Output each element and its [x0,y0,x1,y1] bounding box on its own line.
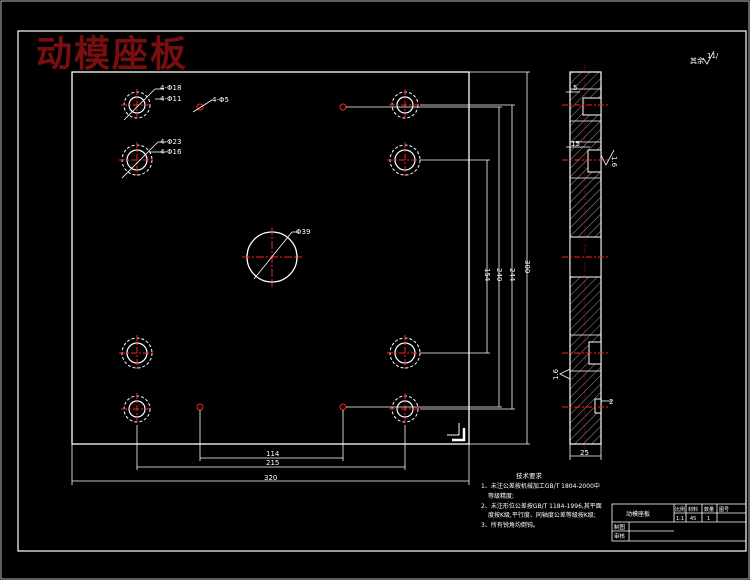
leader-line [192,99,213,113]
tech-note-line: 3、所有锐角均倒钝。 [481,521,539,529]
drawing-title: 动模座板 [36,33,189,75]
dim-5: 5 [573,84,577,92]
inner-border [17,30,747,552]
hole-label-phi5: 4-Φ5 [212,96,229,104]
counterbore-hole [387,335,423,371]
counterbore-hole [387,142,423,178]
hole-label-phi11: 4-Φ11 [160,95,181,103]
col-value: 1 [707,516,710,522]
col-value: 1:1 [676,516,684,522]
dim-300: 300 [523,260,531,273]
col-header: 图号 [719,507,729,513]
part-name: 动模座板 [626,510,650,518]
center-hole-label: Φ39 [296,228,310,236]
row-label: 制图 [614,523,626,531]
col-value: 45 [690,516,696,522]
dim-25-lines [569,444,602,460]
plan-view: Φ39 4-Φ18 4-Φ11 4-Φ23 4-Φ16 4-Φ5 [71,71,470,445]
hole-label-phi16: 4-Φ16 [160,148,182,156]
counterbore-hole [121,89,153,121]
leader-line [121,141,159,179]
roughness-symbol [559,368,571,380]
roughness-symbol [600,149,615,166]
corner-mark [452,428,466,442]
dim-240: 240 [495,268,503,281]
col-header: 数量 [704,506,714,513]
counterbore-hole [389,393,421,425]
roughness-symbol [702,50,715,65]
tech-note-line: 1、未注公差按机械加工GB/T 1804-2000中 [481,482,600,490]
tech-note-line: 度按K级,平行度、同轴度公差等级按K级; [488,511,596,519]
counterbore-hole [119,142,155,178]
corner-mark-inner [447,423,460,436]
small-hole [196,103,204,111]
hole-label-phi18: 4-Φ18 [160,84,181,92]
dim-15: 15 [571,140,580,148]
roughness-value: 11/ [707,52,719,60]
title-block [611,503,747,542]
roughness-a: 1.6 [610,156,618,168]
horizontal-dimensions [71,410,470,485]
small-hole [339,403,347,411]
roughness-b: 1.6 [552,368,560,380]
small-hole [196,403,204,411]
tech-note-line: 等级精度; [488,492,514,500]
tech-notes-heading: 技术要求 [516,471,543,480]
dim-114: 114 [266,450,280,458]
hole-label-phi23: 4-Φ23 [160,138,181,146]
roughness-note: 其余 [690,56,704,65]
tech-notes: 技术要求 1、未注公差按机械加工GB/T 1804-2000中 等级精度; 2、… [481,471,602,529]
tech-note-line: 2、未注形位公差按GB/T 1184-1996,其平面 [481,502,602,510]
col-header: 比例 [675,506,685,513]
dim-154: 154 [483,268,491,282]
plate-outline [71,71,470,445]
section-view [562,64,608,452]
small-hole [339,103,347,111]
row-label: 审核 [614,532,626,540]
dim-244: 244 [508,268,516,282]
leader-line [123,88,156,121]
dim-320: 320 [264,474,277,482]
vertical-dimensions [346,71,530,445]
col-header: 材料 [688,506,698,513]
dim-25: 25 [580,449,589,457]
dim-215: 215 [266,459,279,467]
counterbore-hole [389,89,421,121]
counterbore-hole [121,393,153,425]
dim-2: 2 [609,398,613,406]
center-hole [242,227,302,287]
counterbore-hole [119,335,155,371]
